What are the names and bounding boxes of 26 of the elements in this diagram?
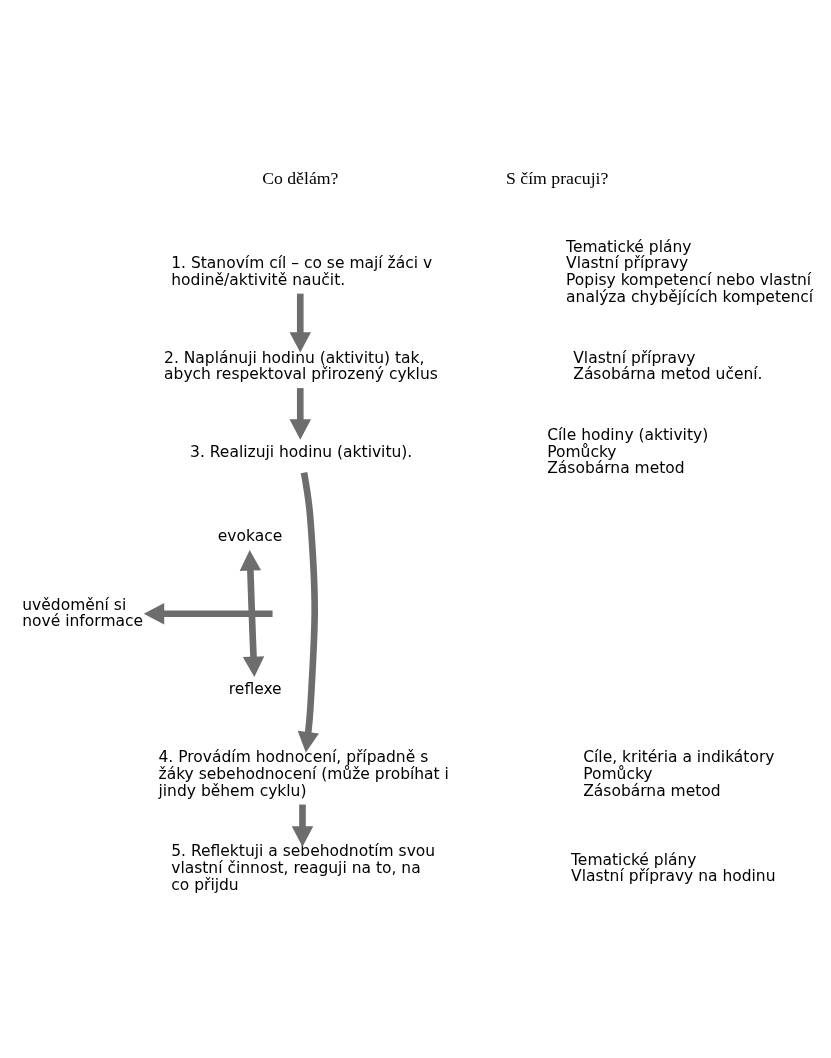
label: Co dělám?: [261, 167, 338, 188]
node-label: Zásobárna metod učení.: [572, 365, 763, 384]
node-label: Popisy kompetencí nebo vlastní analýza chybějících kompetencí: [565, 271, 813, 306]
label: S čím pracuji?: [505, 167, 608, 188]
node-label: Vlastní přípravy na hodinu: [570, 867, 776, 886]
node-text: 3. Realizuji hodinu (aktivitu).: [189, 442, 412, 461]
node-label: Tematické plány: [570, 850, 696, 869]
node-text: 5. Reflektuji a sebehodnotím svou vlastní činnost, reaguji na to, na co přijdu: [170, 842, 435, 894]
node-text: uvědomění si nové informace: [21, 595, 143, 631]
node-text: 2. Naplánuji hodinu (aktivitu) tak, abych respektoval přirozený cyklus: [163, 348, 438, 384]
node-label: Pomůcky: [582, 764, 653, 783]
node-label: Pomůcky: [546, 442, 617, 461]
node-label: Tematické plány: [565, 237, 691, 256]
node-text: evokace: [217, 527, 282, 546]
node-label: Vlastní přípravy: [572, 348, 695, 367]
node-label: Zásobárna metod: [582, 781, 721, 800]
arrow: [143, 603, 273, 625]
node-text: 1. Stanovím cíl – co se mají žáci v hodině/aktivitě naučit.: [170, 254, 432, 290]
node-label: Zásobárna metod: [546, 459, 685, 478]
arrow: [291, 804, 313, 847]
arrow: [289, 293, 311, 353]
node-text: 4. Provádím hodnocení, případně s žáky sebehodnocení (může probíhat i jindy během cyklu): [158, 748, 449, 800]
arrow: [297, 471, 319, 753]
arrow: [239, 550, 264, 678]
node-text: reflexe: [228, 680, 282, 699]
node-label: Vlastní přípravy: [565, 254, 688, 273]
